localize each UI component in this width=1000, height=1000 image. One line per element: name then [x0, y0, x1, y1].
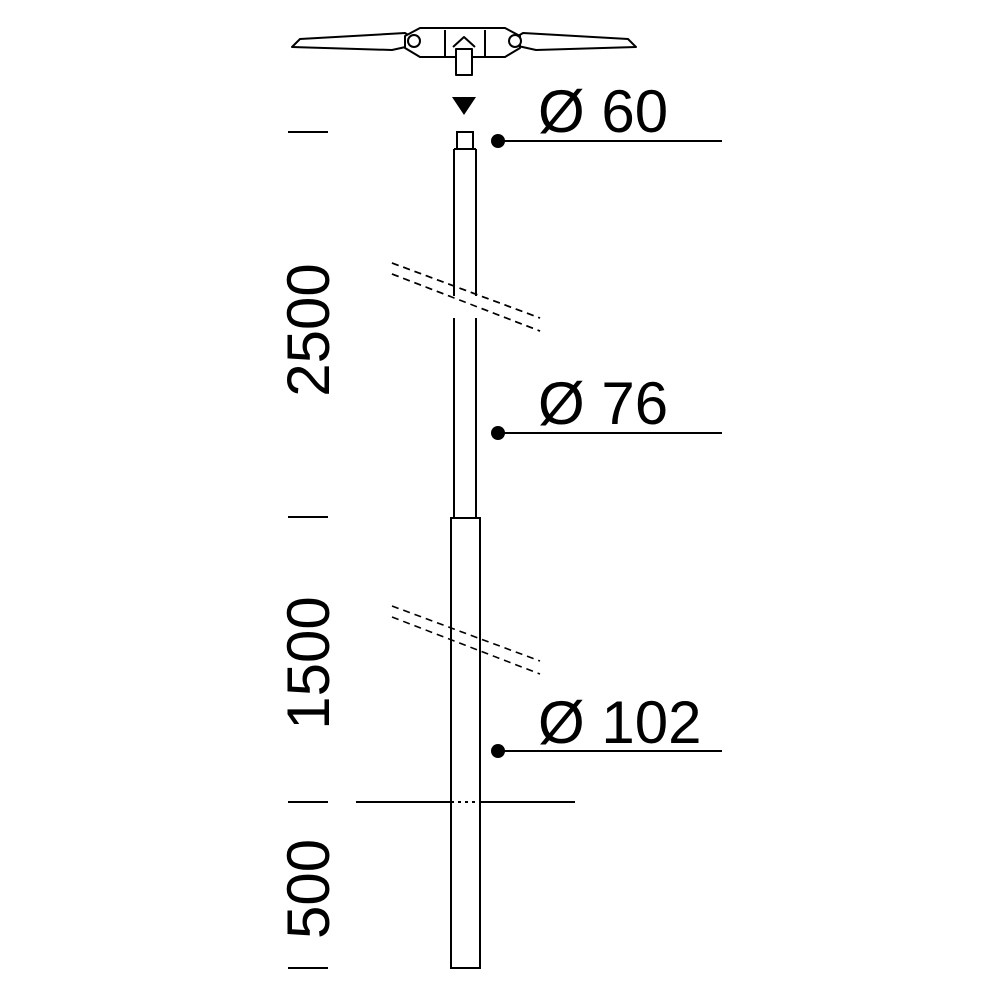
height-label-buried: 500 [275, 839, 342, 939]
diameter-leader-top [491, 134, 722, 148]
diameter-leader-bottom [491, 744, 722, 758]
break-mark-lower [391, 605, 541, 675]
diameter-leader-middle [491, 426, 722, 440]
height-label-middle: 1500 [275, 596, 342, 729]
pole-spigot [456, 131, 474, 150]
luminaire-head-icon [291, 27, 637, 76]
pole-lower-section [450, 517, 481, 969]
pole-upper-section [453, 148, 477, 518]
height-label-upper: 2500 [275, 263, 342, 396]
height-ticks [288, 131, 328, 969]
diameter-label-bottom: Ø 102 [538, 689, 701, 756]
down-arrow-icon [452, 97, 476, 115]
diameter-label-middle: Ø 76 [538, 370, 668, 437]
diameter-label-top: Ø 60 [538, 78, 668, 145]
